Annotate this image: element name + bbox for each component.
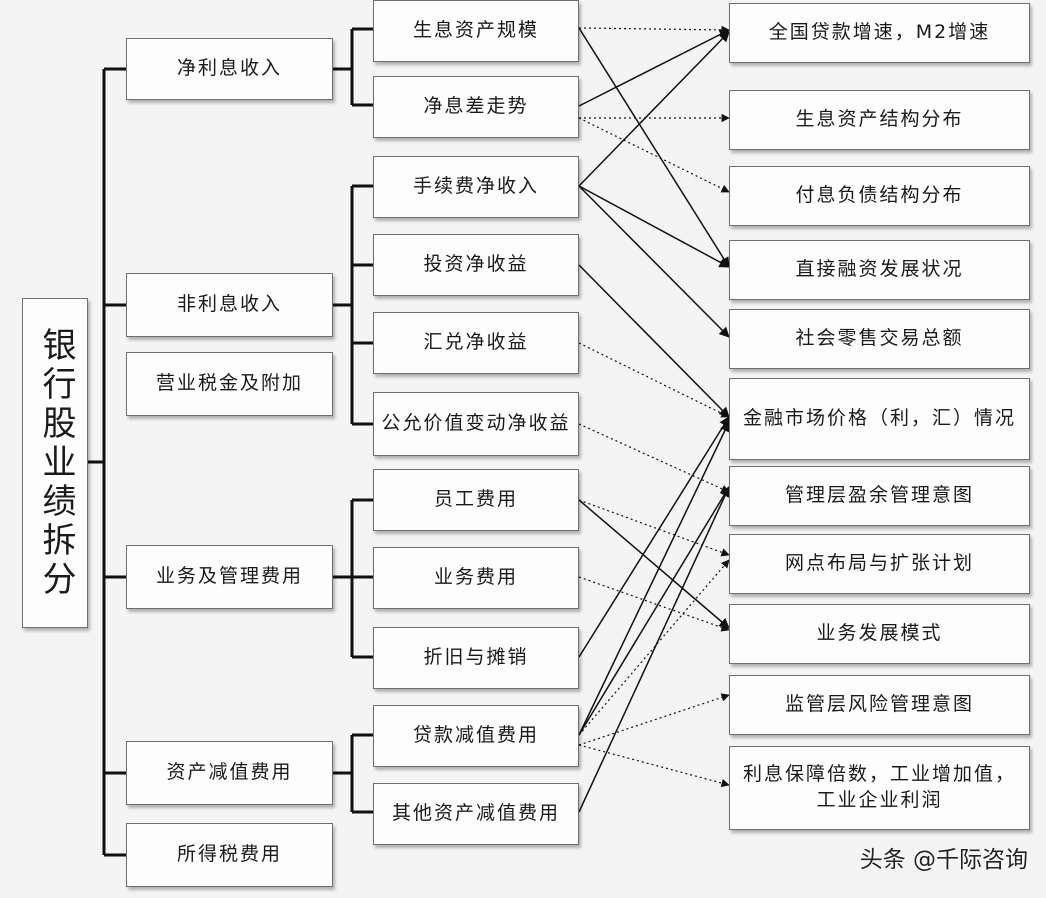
node-business-cost: 业务费用 bbox=[373, 547, 579, 609]
driver-market-prices: 金融市场价格（利，汇）情况 bbox=[729, 378, 1030, 460]
solid-arrows bbox=[578, 27, 730, 813]
driver-regulatory-risk: 监管层风险管理意图 bbox=[729, 675, 1030, 735]
tree-brackets bbox=[88, 27, 373, 857]
node-loan-impairment: 贷款减值费用 bbox=[373, 705, 579, 767]
node-business-tax: 营业税金及附加 bbox=[126, 352, 333, 416]
node-income-tax: 所得税费用 bbox=[126, 823, 333, 887]
root-node: 银行股业绩拆分 bbox=[22, 298, 88, 628]
source-watermark: 头条 @千际咨询 bbox=[859, 847, 1028, 873]
driver-retail-sales: 社会零售交易总额 bbox=[729, 309, 1030, 369]
node-nim-trend: 净息差走势 bbox=[373, 76, 579, 138]
node-net-interest-income: 净利息收入 bbox=[126, 38, 333, 100]
driver-earning-asset-structure: 生息资产结构分布 bbox=[729, 90, 1030, 150]
driver-liability-structure: 付息负债结构分布 bbox=[729, 166, 1030, 226]
node-operating-expenses: 业务及管理费用 bbox=[126, 545, 333, 609]
driver-branch-expansion: 网点布局与扩张计划 bbox=[729, 534, 1030, 594]
node-depreciation: 折旧与摊销 bbox=[373, 627, 579, 689]
driver-direct-financing: 直接融资发展状况 bbox=[729, 240, 1030, 300]
node-earning-asset-scale: 生息资产规模 bbox=[373, 0, 579, 62]
dotted-arrows bbox=[578, 25, 730, 788]
node-fair-value-change: 公允价值变动净收益 bbox=[373, 392, 579, 456]
driver-earnings-management: 管理层盈余管理意图 bbox=[729, 466, 1030, 526]
node-non-interest-income: 非利息收入 bbox=[126, 273, 333, 337]
node-other-impairment: 其他资产减值费用 bbox=[373, 783, 579, 845]
node-investment-income: 投资净收益 bbox=[373, 234, 579, 296]
node-fx-income: 汇兑净收益 bbox=[373, 312, 579, 374]
driver-loan-m2-growth: 全国贷款增速，M2增速 bbox=[729, 3, 1030, 63]
driver-business-model: 业务发展模式 bbox=[729, 604, 1030, 664]
node-fee-income: 手续费净收入 bbox=[373, 156, 579, 218]
node-impairment-expenses: 资产减值费用 bbox=[126, 741, 333, 805]
node-staff-cost: 员工费用 bbox=[373, 469, 579, 531]
driver-interest-coverage: 利息保障倍数，工业增加值，工业企业利润 bbox=[729, 746, 1030, 830]
